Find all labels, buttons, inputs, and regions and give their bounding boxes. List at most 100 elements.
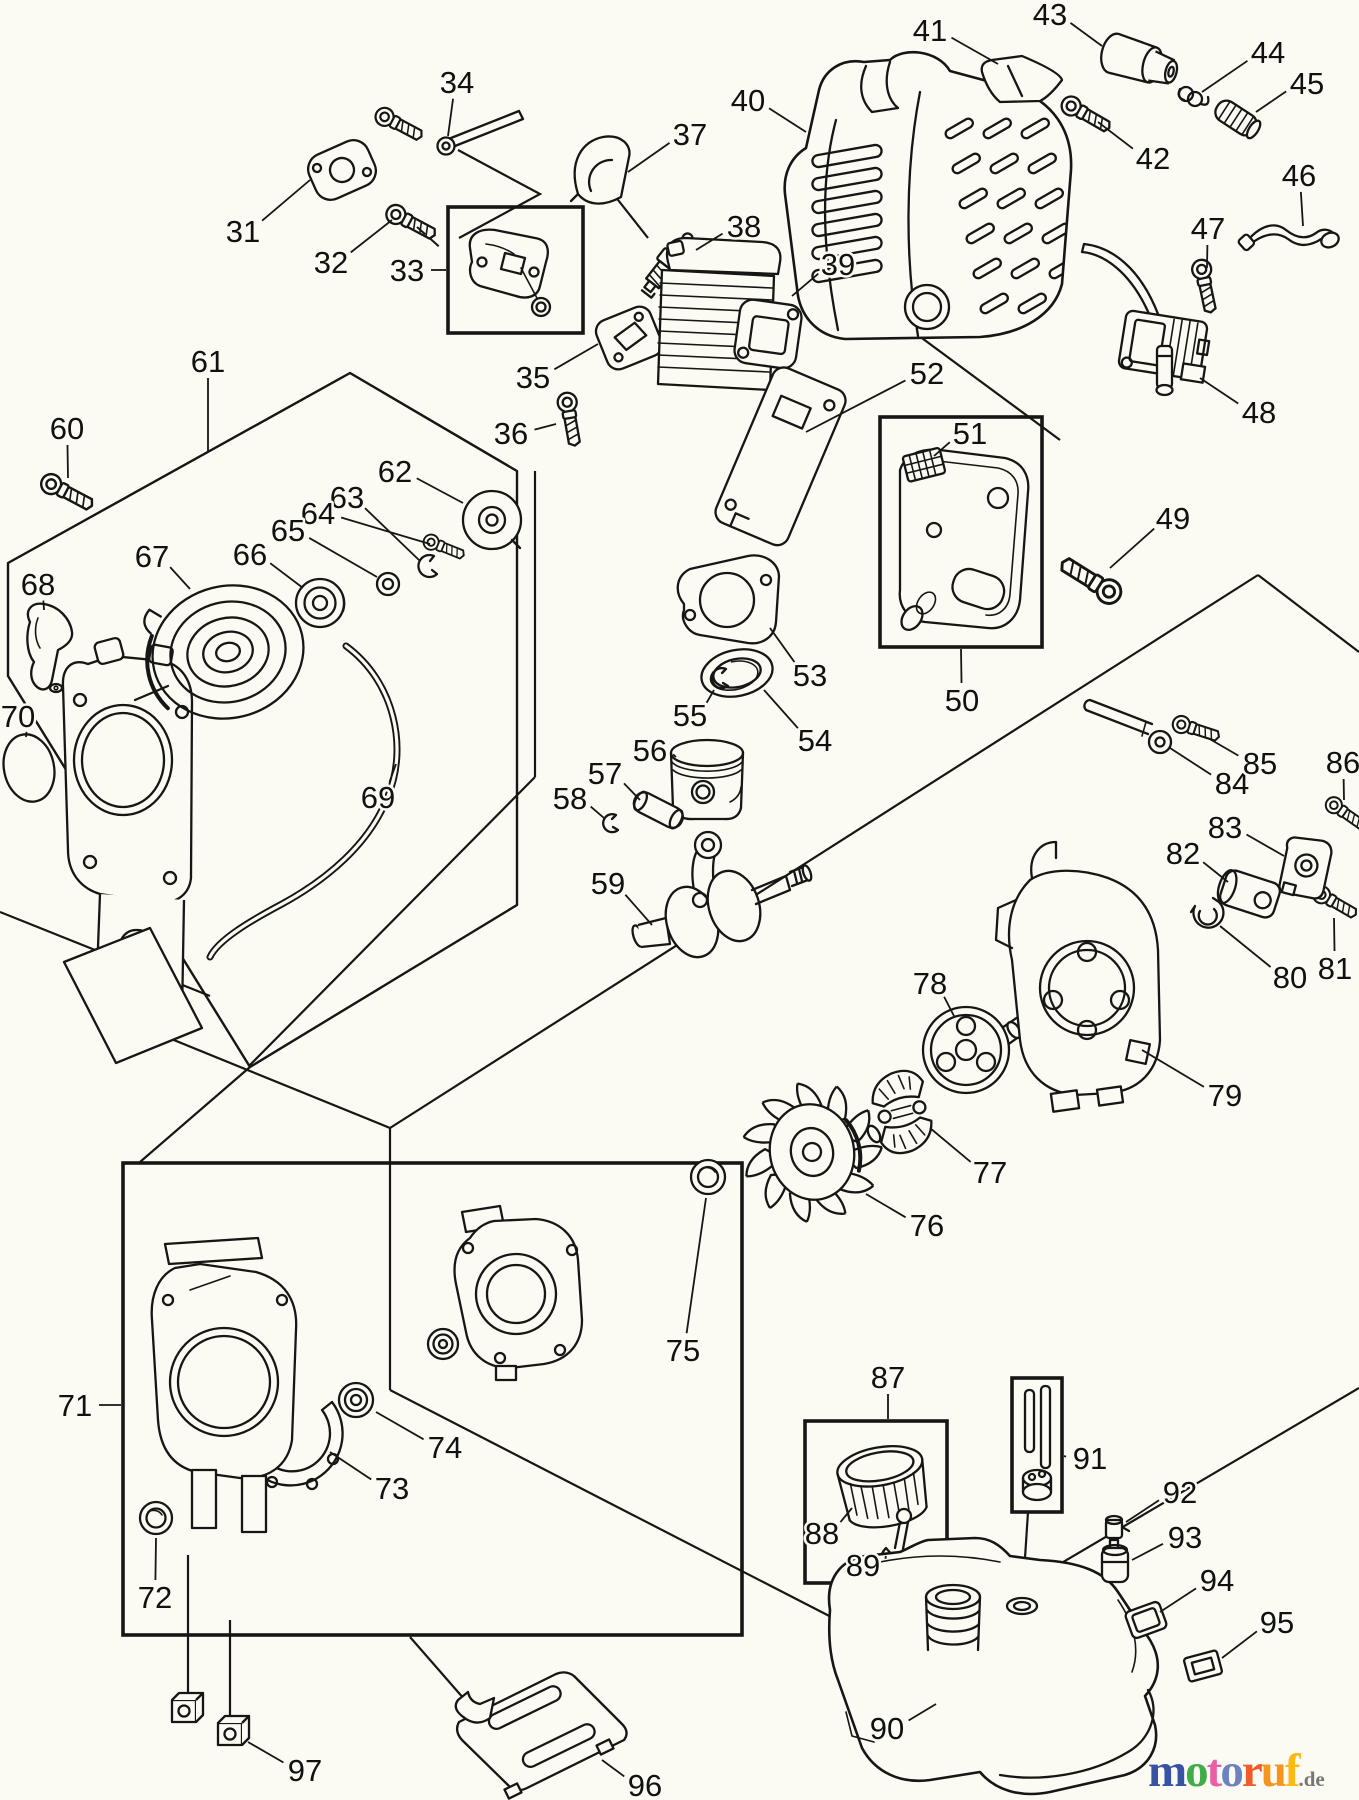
starter-housing-61	[61, 636, 204, 1065]
bolt-36-icon	[555, 390, 586, 449]
leader-line-48	[1199, 377, 1239, 405]
base-plate-96	[454, 1671, 628, 1800]
bolt-49-icon	[1054, 550, 1127, 610]
leader-line-40	[768, 107, 807, 133]
part-label-69: 69	[361, 780, 395, 815]
cover-vent-bar	[811, 235, 883, 261]
cover-vent-slot	[1010, 257, 1040, 280]
spring-44	[1177, 85, 1210, 108]
leader-line-44	[1201, 60, 1248, 93]
leader-line-49	[1109, 527, 1155, 569]
seal-72	[138, 1500, 174, 1536]
cover-vent-slot	[951, 152, 981, 175]
cover-vent-slot	[982, 117, 1012, 140]
leader-line-76	[865, 1193, 907, 1219]
grommet-92	[1104, 1514, 1131, 1540]
leader-line-41	[951, 36, 999, 65]
watermark-letter: o	[1220, 1745, 1243, 1797]
leader-line-39	[791, 273, 819, 297]
cable-zigzag-line	[457, 149, 543, 239]
leader-line-89	[884, 1555, 887, 1560]
rewind-spring-67	[143, 584, 305, 720]
leader-line-53	[769, 627, 796, 663]
leader-line-84	[1169, 747, 1212, 776]
fan-housing-79	[994, 840, 1162, 1113]
box-fuel-line-91	[1010, 1376, 1064, 1514]
leader-line-46	[1299, 191, 1304, 227]
screw-85-icon	[1169, 712, 1223, 746]
gasket-35	[594, 305, 664, 371]
fuel-cap-88	[836, 1445, 928, 1529]
leader-line-63	[364, 507, 421, 562]
seal-75	[689, 1158, 727, 1196]
starter-rope-69	[206, 642, 401, 961]
leader-line-35	[553, 343, 599, 371]
frame-line	[1257, 574, 1359, 653]
leader-line-90	[908, 1703, 937, 1722]
cover-vent-bar	[811, 258, 883, 284]
leader-line-93	[1131, 1542, 1164, 1561]
leader-line-31	[261, 179, 311, 222]
part-label-63: 63	[330, 480, 364, 515]
leader-line-80	[1219, 925, 1272, 968]
leader-line-38	[695, 232, 724, 251]
part-label-57: 57	[588, 756, 622, 791]
leader-line-55	[705, 689, 715, 704]
part-label-32: 32	[314, 245, 348, 280]
part-label-54: 54	[798, 723, 832, 758]
part-label-79: 79	[1208, 1078, 1242, 1113]
watermark-letter: r	[1241, 1745, 1263, 1797]
box-insulator-33	[446, 205, 585, 335]
snap-ring-80	[1189, 896, 1225, 929]
label-plate	[62, 926, 204, 1065]
screw-64-icon	[420, 531, 468, 564]
cover-vent-slot	[996, 187, 1026, 210]
part-label-62: 62	[378, 454, 412, 489]
cover-vent-slot	[972, 257, 1002, 280]
leader-line-78	[943, 996, 955, 1017]
leader-line-56	[672, 753, 677, 758]
plate-95	[1182, 1649, 1224, 1683]
part-label-82: 82	[1166, 836, 1200, 871]
washer-65	[375, 571, 401, 597]
screw-32-icon	[381, 200, 441, 245]
part-label-48: 48	[1242, 395, 1276, 430]
ignition-coil-48	[1080, 242, 1211, 397]
spark-plug-cap-43	[1100, 32, 1179, 85]
part-label-55: 55	[673, 698, 707, 733]
part-label-40: 40	[731, 83, 765, 118]
intake-elbow-37	[569, 135, 631, 205]
part-label-87: 87	[871, 1360, 905, 1395]
leader-line-72	[154, 1537, 157, 1581]
leader-line-37	[627, 142, 671, 173]
leader-line-82	[1202, 861, 1229, 883]
leader-line-58	[590, 805, 605, 819]
leader-line-50	[960, 648, 963, 684]
part-label-65: 65	[271, 513, 305, 548]
frame-line	[139, 1066, 251, 1163]
leader-line-45	[1255, 90, 1287, 113]
part-label-96: 96	[628, 1768, 662, 1800]
cover-vent-slot	[1027, 152, 1057, 175]
part-label-41: 41	[913, 13, 947, 48]
part-label-93: 93	[1168, 1520, 1202, 1555]
clutch-77	[871, 1069, 933, 1155]
rope-reel-66	[294, 577, 346, 629]
part-label-61: 61	[191, 344, 225, 379]
part-label-38: 38	[727, 209, 761, 244]
oval-label-70	[2, 733, 56, 803]
cover-vent-slot	[1055, 292, 1072, 315]
clutch-drum-78	[921, 1002, 1050, 1095]
leader-line-94	[1159, 1587, 1197, 1613]
pulley-62	[461, 489, 523, 551]
box-crankcase-71	[121, 1161, 744, 1637]
part-label-81: 81	[1318, 951, 1352, 986]
part-label-73: 73	[375, 1471, 409, 1506]
part-label-49: 49	[1156, 501, 1190, 536]
frame-line	[389, 574, 1259, 1129]
screw-86-icon	[1321, 792, 1359, 835]
part-label-59: 59	[591, 866, 625, 901]
part-label-35: 35	[516, 360, 550, 395]
part-label-60: 60	[50, 411, 84, 446]
leader-line-32	[350, 219, 393, 254]
